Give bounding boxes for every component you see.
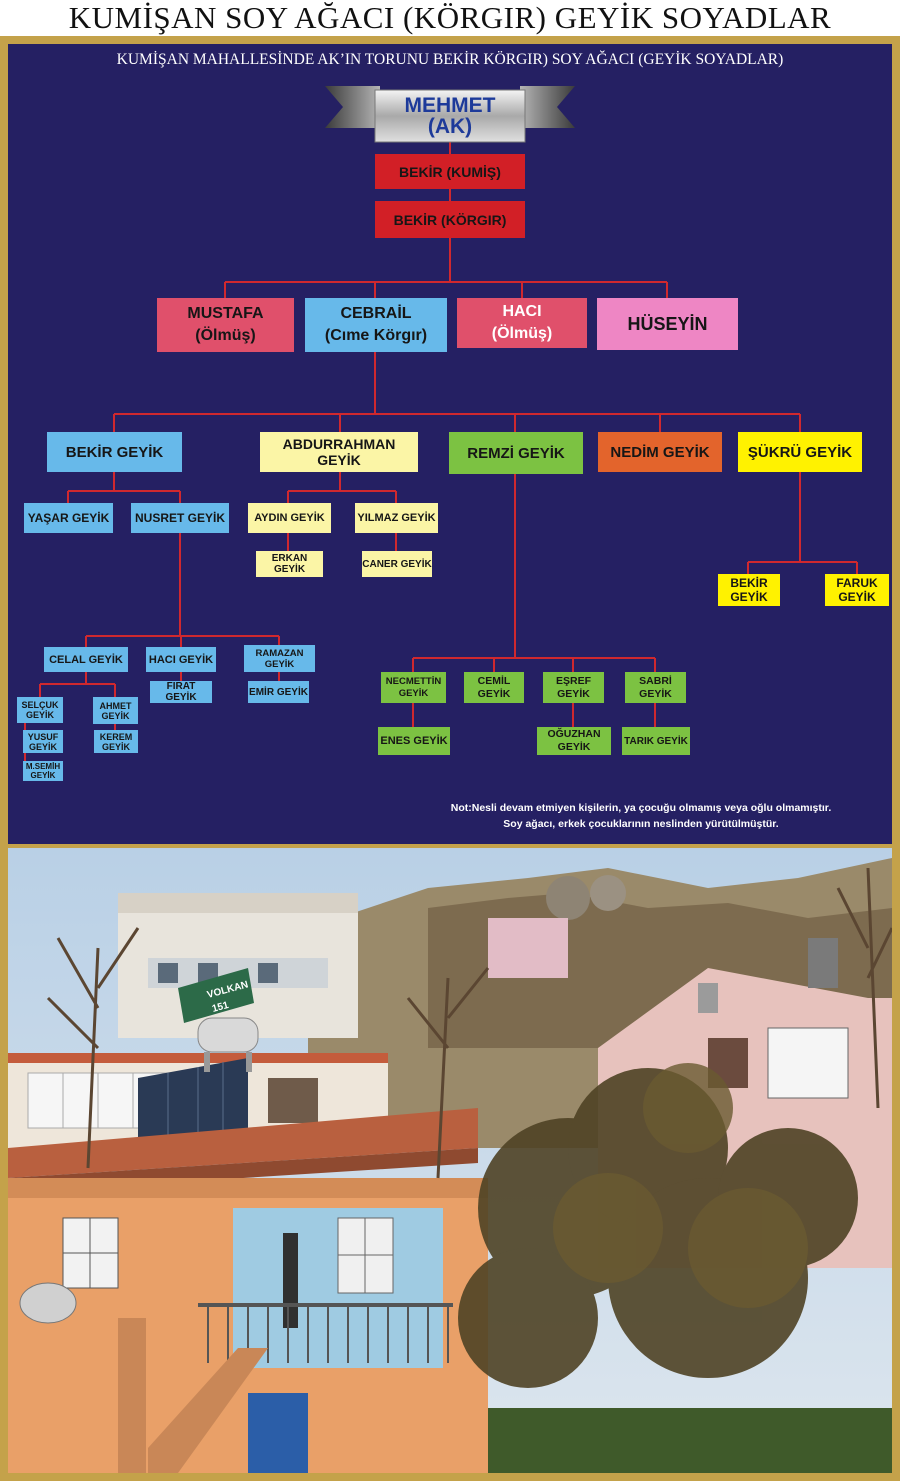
tree-subtitle: KUMİŞAN MAHALLESİNDE AK’IN TORUNU BEKİR … xyxy=(116,51,784,68)
tree-node-mehmet-ak: MEHMET (AK) xyxy=(404,94,496,138)
tree-node-erkan-geyik: ERKAN GEYİK xyxy=(256,551,323,577)
connector-abdurrahman-children xyxy=(287,472,397,551)
tree-node-bekir-korgir: BEKİR (KÖRGIR) xyxy=(375,201,525,238)
tree-node-aydin-geyik: AYDIN GEYİK xyxy=(248,503,331,533)
tree-node-yusuf-geyik: YUSUF GEYİK xyxy=(23,730,63,753)
tree-node-sukru-geyik: ŞÜKRÜ GEYİK xyxy=(738,432,862,472)
houses-photo-illustration: VOLKAN 151 xyxy=(8,848,892,1473)
tree-node-oguzhan-geyik: OĞUZHAN GEYİK xyxy=(537,727,611,755)
tree-node-mustafa: MUSTAFA (Ölmüş) xyxy=(157,298,294,352)
tree-node-bekir-kumis: BEKİR (KUMİŞ) xyxy=(375,154,525,189)
tree-node-esref-geyik: EŞREF GEYİK xyxy=(543,672,604,703)
tree-node-caner-geyik: CANER GEYİK xyxy=(362,551,432,577)
tree-node-remzi-geyik: REMZİ GEYİK xyxy=(449,432,583,474)
tree-node-tarik-geyik: TARIK GEYİK xyxy=(622,727,690,755)
connector-nusret-children xyxy=(85,533,280,681)
tree-node-haci-geyik: HACI GEYİK xyxy=(146,647,216,672)
tree-node-bekir-geyik-sukru: BEKİR GEYİK xyxy=(718,574,780,606)
tree-node-yilmaz-geyik: YILMAZ GEYİK xyxy=(355,503,438,533)
tree-node-emir-geyik: EMİR GEYİK xyxy=(248,681,309,703)
connector-sukru-children xyxy=(747,472,858,574)
connector-generation-3 xyxy=(113,352,801,432)
root-ribbon xyxy=(325,86,575,143)
tree-node-bekir-geyik: BEKİR GEYİK xyxy=(47,432,182,472)
tree-node-abdurrahman-geyik: ABDURRAHMAN GEYİK xyxy=(260,432,418,472)
footnote-line-2: Soy ağacı, erkek çocuklarının neslinden … xyxy=(503,818,779,830)
tree-node-ahmet-geyik: AHMET GEYİK xyxy=(93,697,138,724)
footnote-line-1: Not:Nesli devam etmiyen kişilerin, ya ço… xyxy=(450,802,832,814)
connector-remzi-children xyxy=(412,472,656,727)
houses-photo: VOLKAN 151 xyxy=(8,848,892,1473)
tree-node-enes-geyik: ENES GEYİK xyxy=(378,727,450,755)
tree-node-faruk-geyik: FARUK GEYİK xyxy=(825,574,889,606)
tree-node-yasar-geyik: YAŞAR GEYİK xyxy=(24,503,113,533)
tree-node-nusret-geyik: NUSRET GEYİK xyxy=(131,503,229,533)
tree-node-selcuk-geyik: SELÇUK GEYİK xyxy=(17,697,63,723)
tree-node-nedim-geyik: NEDİM GEYİK xyxy=(598,432,722,472)
tree-node-necmettin-geyik: NECMETTİN GEYİK xyxy=(381,672,446,703)
page-title: KUMİŞAN SOY AĞACI (KÖRGIR) GEYİK SOYADLA… xyxy=(68,0,832,35)
tree-node-msemih-geyik: M.SEMİH GEYİK xyxy=(23,761,63,781)
tree-node-kerem-geyik: KEREM GEYİK xyxy=(94,730,138,753)
tree-node-celal-geyik: CELAL GEYİK xyxy=(44,647,128,672)
tree-node-cebrail: CEBRAİL (Cıme Körgır) xyxy=(305,298,447,352)
tree-node-ramazan-geyik: RAMAZAN GEYİK xyxy=(244,645,315,672)
connector-generation-2 xyxy=(224,238,668,298)
volkan-sign-number: 151 xyxy=(211,1000,230,1015)
tree-node-huseyin: HÜSEYİN xyxy=(597,298,738,350)
tree-node-cemil-geyik: CEMİL GEYİK xyxy=(464,672,524,703)
tree-node-haci-olmus: HACI (Ölmüş) xyxy=(457,298,587,348)
tree-node-firat-geyik: FIRAT GEYİK xyxy=(150,681,212,703)
tree-node-sabri-geyik: SABRİ GEYİK xyxy=(625,672,686,703)
connector-bekir-children xyxy=(67,472,181,503)
